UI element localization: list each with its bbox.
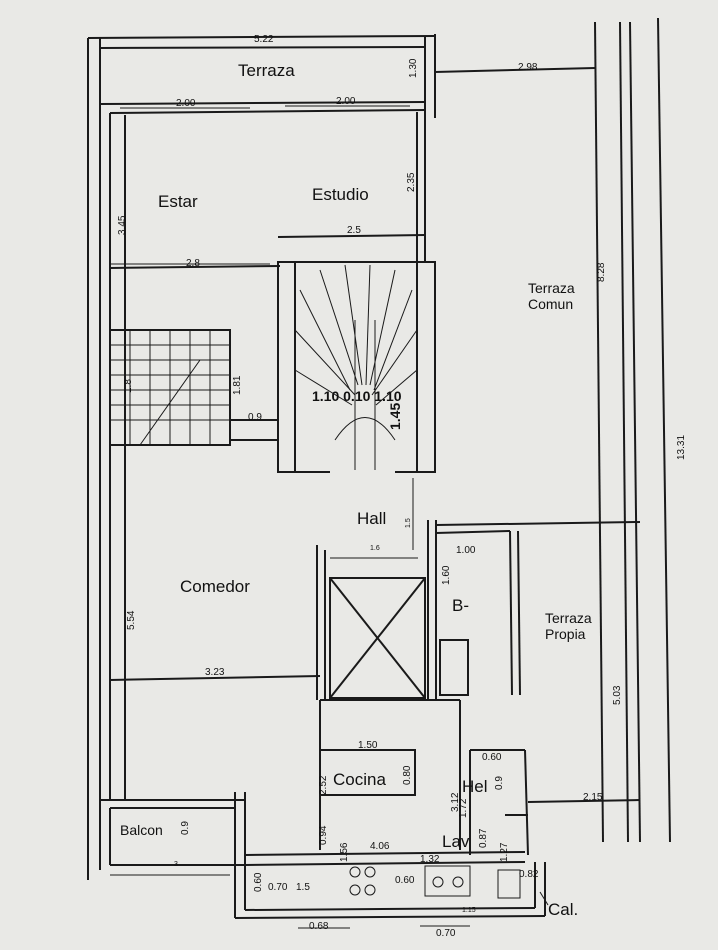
dim-label: 1.00 bbox=[456, 545, 476, 556]
dim-label: 2.00 bbox=[176, 98, 196, 109]
dim-label: 0.70 bbox=[436, 928, 456, 939]
dim-label: 2.98 bbox=[518, 62, 538, 73]
dim-label: 0.87 bbox=[478, 828, 489, 848]
dim-label: 0.70 bbox=[268, 882, 288, 893]
dim-label: 0.60 bbox=[253, 872, 264, 892]
dim-label: 4.06 bbox=[370, 841, 390, 852]
dim-label: 0.68 bbox=[309, 921, 329, 932]
dim-label: 0.94 bbox=[318, 825, 329, 845]
dim-label: 0.60 bbox=[395, 875, 415, 886]
dim-label: 1.8 bbox=[123, 379, 134, 393]
dim-label: 3.45 bbox=[117, 215, 128, 235]
dimension-lines bbox=[110, 105, 549, 929]
dim-label: 1.6 bbox=[370, 545, 380, 552]
appliances bbox=[349, 865, 521, 899]
dim-label: 1.81 bbox=[232, 375, 243, 395]
dim-label: 1.60 bbox=[441, 565, 452, 585]
dim-label: 1.5 bbox=[405, 518, 412, 528]
dim-label: 1.50 bbox=[358, 740, 378, 751]
dim-label: 5.03 bbox=[612, 685, 623, 705]
dim-label: 0.80 bbox=[402, 765, 413, 785]
room-cocina: Cocina bbox=[333, 770, 386, 789]
room-hall: Hall bbox=[357, 509, 386, 528]
dim-label: 1.30 bbox=[408, 58, 419, 78]
dim-label: 3.12 bbox=[450, 792, 461, 812]
room-terraza-propia-1: Terraza bbox=[545, 610, 592, 626]
dim-label: 0.82 bbox=[519, 869, 539, 880]
dim-label: 2.8 bbox=[186, 258, 200, 269]
dim-label: 0.9 bbox=[494, 776, 505, 790]
dim-label: 1.10 0.10 1.10 bbox=[312, 388, 402, 404]
dim-label: 1.72 bbox=[458, 798, 469, 818]
dim-label: 2.15 bbox=[583, 792, 603, 803]
dim-label: 1.56 bbox=[339, 842, 350, 862]
dim-label: 5.22 bbox=[254, 34, 274, 45]
room-terraza-propia-2: Propia bbox=[545, 626, 586, 642]
dim-label: 3 bbox=[174, 861, 178, 868]
room-comedor: Comedor bbox=[180, 577, 250, 596]
dim-label: 1.45 bbox=[387, 403, 403, 430]
room-cal: Cal. bbox=[548, 900, 578, 919]
dim-label: 2.35 bbox=[406, 172, 417, 192]
dim-label: 5.54 bbox=[126, 610, 137, 630]
room-bano: B- bbox=[452, 596, 469, 615]
room-terraza: Terraza bbox=[238, 61, 295, 80]
dim-label: 3.23 bbox=[205, 667, 225, 678]
dim-label: 1.5 bbox=[296, 882, 310, 893]
dim-label: 2.00 bbox=[336, 96, 356, 107]
dimension-labels: 5.22 1.30 2.98 2.00 2.00 3.45 2.35 2.5 2… bbox=[117, 34, 687, 939]
room-estar: Estar bbox=[158, 192, 198, 211]
room-lav: Lav bbox=[442, 832, 470, 851]
room-balcon: Balcon bbox=[120, 822, 163, 838]
room-estudio: Estudio bbox=[312, 185, 369, 204]
room-terraza-comun-1: Terraza bbox=[528, 280, 575, 296]
dim-label: 8.28 bbox=[596, 262, 607, 282]
dim-label: 1.15 bbox=[462, 907, 476, 914]
room-hel: Hel bbox=[462, 777, 488, 796]
dim-label: 2.52 bbox=[318, 775, 329, 795]
dim-label: 0.60 bbox=[482, 752, 502, 763]
dim-label: 0.9 bbox=[180, 821, 191, 835]
dim-label: 1.27 bbox=[499, 842, 510, 862]
room-labels: Terraza Estar Estudio Terraza Comun Hall… bbox=[120, 61, 592, 919]
dim-label: 13.31 bbox=[676, 435, 687, 460]
dim-label: 0.9 bbox=[248, 412, 262, 423]
room-terraza-comun-2: Comun bbox=[528, 296, 573, 312]
stair-treads bbox=[110, 264, 418, 470]
dim-label: 2.5 bbox=[347, 225, 361, 236]
walls bbox=[87, 17, 671, 919]
dim-label: 1.32 bbox=[420, 854, 440, 865]
